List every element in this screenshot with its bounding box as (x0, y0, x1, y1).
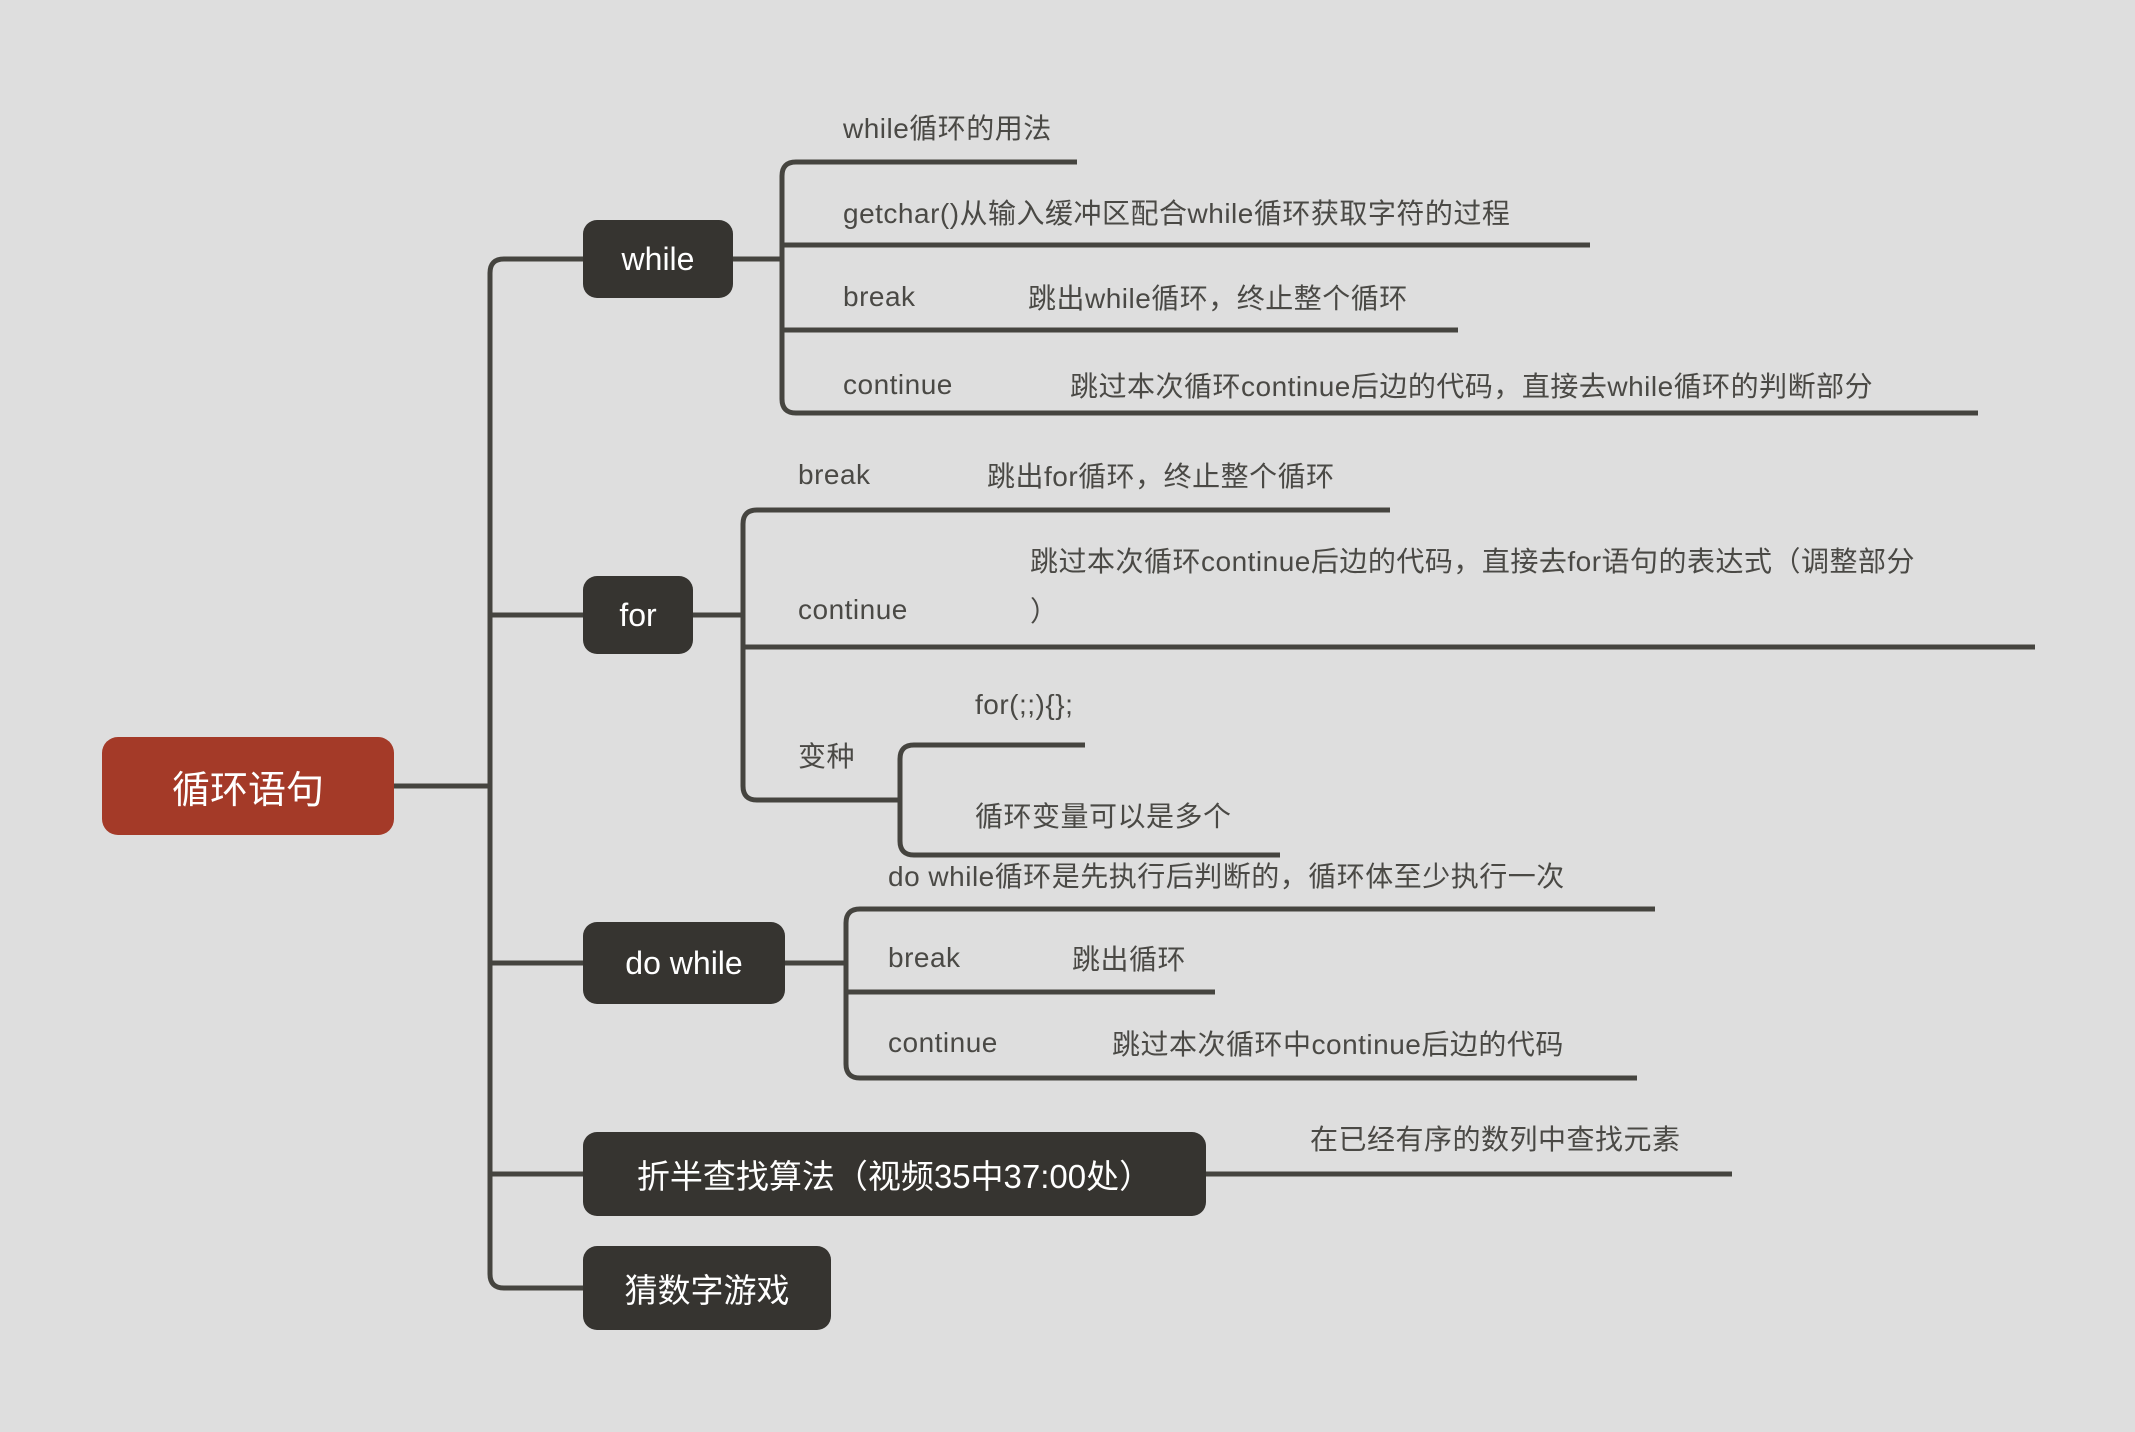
branch-node-guess-game-label: 猜数字游戏 (624, 1272, 790, 1309)
connector-variant-bracket (897, 742, 1280, 858)
branch-node-do-while-label: do while (625, 944, 743, 981)
branch-node-guess-game[interactable]: 猜数字游戏 (583, 1246, 831, 1330)
topic-do-while-break-keyword[interactable]: break (888, 942, 961, 973)
topic-for-variant[interactable]: 变种 (798, 741, 856, 772)
topic-do-while-continue-keyword[interactable]: continue (888, 1027, 998, 1058)
topic-while-break-keyword[interactable]: break (843, 281, 916, 312)
topic-for-break-keyword[interactable]: break (798, 459, 871, 490)
topic-variant-multiple-vars[interactable]: 循环变量可以是多个 (975, 801, 1232, 832)
connector-trunk (487, 256, 583, 1291)
topic-while-continue-desc[interactable]: 跳过本次循环continue后边的代码，直接去while循环的判断部分 (1070, 371, 1874, 402)
topic-do-while-break-desc[interactable]: 跳出循环 (1072, 944, 1187, 975)
topic-while-usage[interactable]: while循环的用法 (843, 113, 1052, 144)
topic-do-while-continue-desc[interactable]: 跳过本次循环中continue后边的代码 (1112, 1029, 1564, 1060)
topic-for-continue-desc-line2[interactable]: ） (1030, 596, 1059, 627)
branch-node-while-label: while (621, 240, 695, 277)
topic-for-continue-keyword[interactable]: continue (798, 594, 908, 625)
topic-while-continue-keyword[interactable]: continue (843, 369, 953, 400)
connector-while-bracket (779, 159, 1978, 416)
branch-node-binary-search[interactable]: 折半查找算法（视频35中37:00处） (583, 1132, 1206, 1216)
branch-node-for[interactable]: for (583, 576, 693, 654)
branch-node-binary-search-label: 折半查找算法（视频35中37:00处） (636, 1158, 1153, 1195)
branch-node-while[interactable]: while (583, 220, 733, 298)
branch-node-for-label: for (619, 596, 657, 633)
topic-for-continue-desc-line1[interactable]: 跳过本次循环continue后边的代码，直接去for语句的表达式（调整部分 (1030, 546, 1916, 577)
topic-variant-infinite-loop[interactable]: for(;;){}; (975, 689, 1074, 720)
connector-for-bracket (740, 507, 1390, 803)
topic-binary-search-note[interactable]: 在已经有序的数列中查找元素 (1310, 1124, 1681, 1155)
branch-node-do-while[interactable]: do while (583, 922, 785, 1004)
topic-while-getchar[interactable]: getchar()从输入缓冲区配合while循环获取字符的过程 (843, 198, 1511, 229)
topic-for-break-desc[interactable]: 跳出for循环，终止整个循环 (987, 461, 1335, 492)
root-node-label: 循环语句 (171, 769, 324, 812)
topic-while-break-desc[interactable]: 跳出while循环，终止整个循环 (1028, 283, 1408, 314)
topic-do-while-note[interactable]: do while循环是先执行后判断的，循环体至少执行一次 (888, 861, 1565, 892)
root-node[interactable]: 循环语句 (102, 737, 394, 835)
